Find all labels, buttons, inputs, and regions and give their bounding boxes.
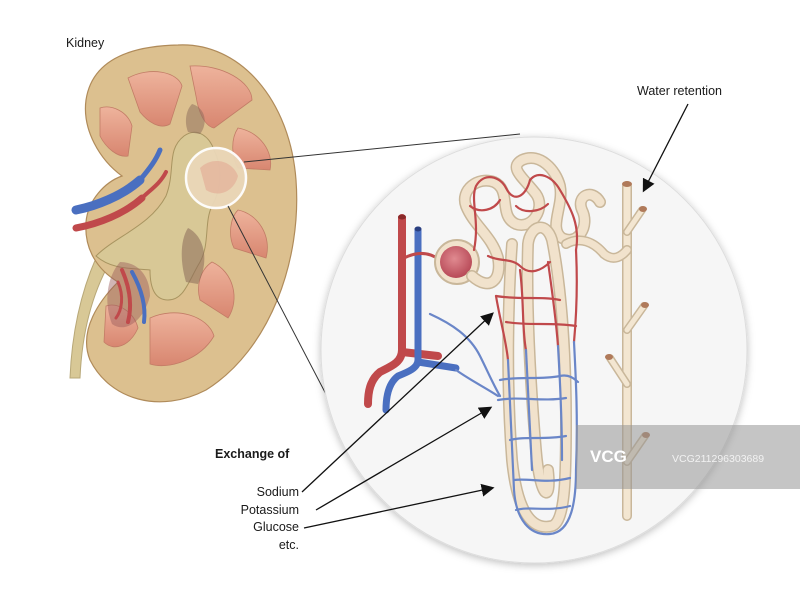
ureter xyxy=(69,257,111,379)
glomerulus xyxy=(440,246,472,278)
exchange-items-list: Sodium Potassium Glucose etc. xyxy=(241,484,299,554)
watermark-logo: VCG xyxy=(590,447,627,466)
capillary-network-venous xyxy=(428,312,580,536)
pointer-arrows xyxy=(301,103,689,529)
item-glucose: Glucose xyxy=(253,520,299,534)
renal-pyramids xyxy=(99,65,272,367)
item-sodium: Sodium xyxy=(256,485,299,499)
kidney-label: Kidney xyxy=(66,36,105,50)
nephron-illustration xyxy=(364,152,650,536)
renal-vessels xyxy=(71,147,168,324)
item-potassium: Potassium xyxy=(240,502,299,517)
water-retention-label: Water retention xyxy=(637,84,722,98)
item-etc: etc. xyxy=(278,537,299,552)
arrow-water-retention xyxy=(642,103,689,193)
arrow-glucose xyxy=(303,483,495,529)
watermark-code: VCG211296303689 xyxy=(672,453,765,465)
exchange-heading: Exchange of xyxy=(215,447,290,461)
zoom-connector-top xyxy=(243,133,521,163)
arrow-sodium xyxy=(301,312,494,493)
kidney-illustration xyxy=(69,44,298,403)
arrow-potassium xyxy=(315,406,493,511)
watermark: VCG VCG211296303689 xyxy=(576,425,800,489)
capillary-network-arterial xyxy=(468,173,579,362)
